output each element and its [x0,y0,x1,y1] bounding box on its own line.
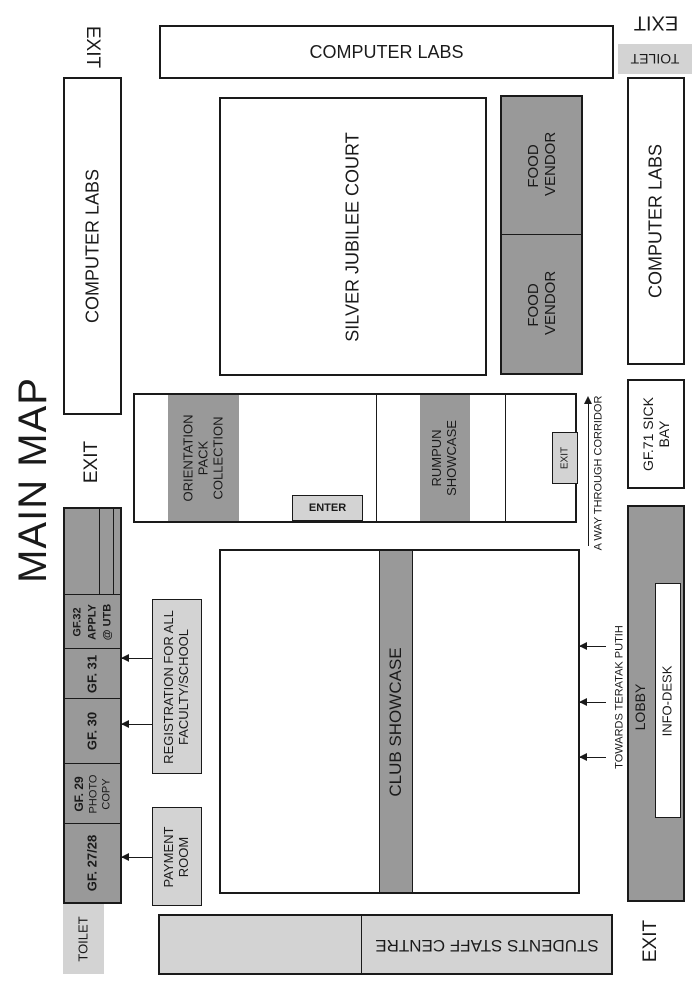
hall-divider-2 [505,395,506,521]
gf32-inner-line-2 [113,509,114,594]
gf32-inner-line-1 [99,509,100,594]
registration-arrow-2 [121,720,152,728]
computer-labs-top: COMPUTER LABS [159,25,614,79]
room-gf29: GF. 29 PHOTO COPY [65,763,120,823]
room-gf30: GF. 30 [65,698,120,763]
enter-label: ENTER [292,495,363,521]
club-showcase: CLUB SHOWCASE [379,551,413,892]
computer-labs-left: COMPUTER LABS [63,77,122,415]
staff-centre-divider [361,916,362,973]
corridor-arrow [584,396,592,546]
toilet-bottom-left: TOILET [63,904,104,974]
room-gf31: GF. 31 [65,648,120,698]
lobby: LOBBY INFO-DESK [627,505,685,902]
toilet-top-right: TOILET [618,44,692,74]
payment-room: PAYMENT ROOM [152,807,202,906]
info-desk: INFO-DESK [655,583,681,818]
computer-labs-right: COMPUTER LABS [627,77,685,365]
towards-arrow-2 [579,698,606,706]
room-gf2728: GF. 27/28 [65,823,120,902]
towards-arrow-3 [579,753,606,761]
registration-arrow-1 [121,654,152,662]
silver-jubilee-court: SILVER JUBILEE COURT [219,97,487,376]
corridor-exit: EXIT [552,432,578,484]
food-vendor-bottom: FOOD VENDOR [524,270,559,335]
club-showcase-hall: CLUB SHOWCASE [219,549,580,894]
room-gf32: GF.32 APPLY @ UTB [65,594,120,648]
students-staff-centre: STUDENTS STAFF CENTRE [158,914,613,975]
orientation-pack-collection: ORIENTATION PACK COLLECTION [168,395,239,521]
staff-centre-label-area: STUDENTS STAFF CENTRE [374,935,599,955]
orientation-hall: ORIENTATION PACK COLLECTION ENTER RUMPUN… [133,393,578,523]
payment-arrow [121,853,152,861]
towards-arrow-1 [579,642,606,650]
food-vendor-top: FOOD VENDOR [502,97,581,235]
rumpun-showcase: RUMPUN SHOWCASE [420,395,470,521]
sick-bay: GF.71 SICK BAY [627,379,685,489]
hall-divider-1 [376,395,377,521]
registration-box: REGISTRATION FOR ALL FACULTY/SCHOOL [152,599,202,774]
food-vendor-block: FOOD VENDOR FOOD VENDOR [500,95,583,375]
room-strip: GF.32 APPLY @ UTB GF. 31 GF. 30 GF. 29 P… [63,507,122,904]
